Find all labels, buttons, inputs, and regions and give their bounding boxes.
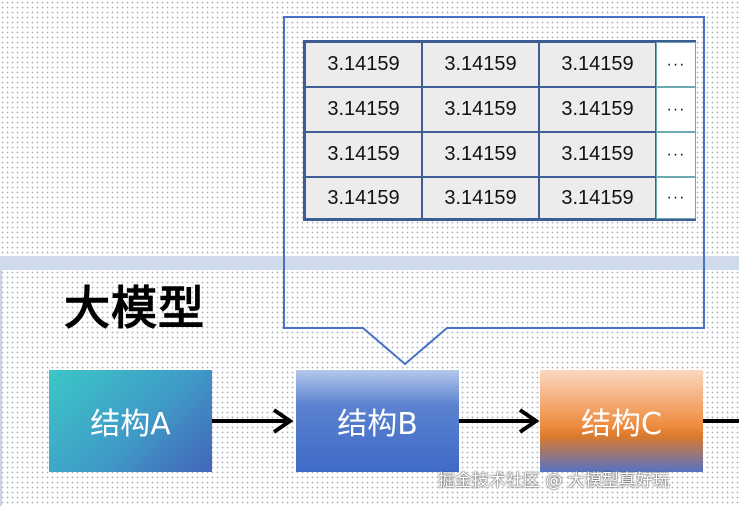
- watermark: 掘金技术社区 @ 大模型真好玩: [438, 471, 670, 491]
- matrix-cell: 3.14159: [539, 42, 656, 87]
- matrix-cell: 3.14159: [305, 177, 422, 219]
- structure-c-box: 结构C: [540, 370, 703, 472]
- matrix-cell: 3.14159: [422, 132, 539, 177]
- horizontal-divider-band: [0, 256, 739, 270]
- diagram-title: 大模型: [64, 281, 205, 335]
- matrix-ellipsis: ···: [656, 87, 696, 132]
- parameter-matrix: 3.14159 3.14159 3.14159 ··· 3.14159 3.14…: [303, 40, 696, 221]
- structure-a-box: 结构A: [49, 370, 212, 472]
- structure-a-label: 结构A: [90, 407, 171, 442]
- matrix-cell: 3.14159: [539, 87, 656, 132]
- matrix-cell: 3.14159: [305, 42, 422, 87]
- matrix-cell: 3.14159: [422, 42, 539, 87]
- matrix-cell: 3.14159: [422, 87, 539, 132]
- matrix-cell: 3.14159: [539, 132, 656, 177]
- structure-b-box: 结构B: [296, 370, 459, 472]
- matrix-ellipsis: ···: [656, 132, 696, 177]
- matrix-ellipsis: ···: [656, 42, 696, 87]
- matrix-cell: 3.14159: [422, 177, 539, 219]
- matrix-cell: 3.14159: [305, 87, 422, 132]
- arrow-a-to-b: [212, 408, 294, 434]
- matrix-cell: 3.14159: [539, 177, 656, 219]
- arrow-b-to-c: [459, 408, 540, 434]
- structure-b-label: 结构B: [337, 407, 418, 442]
- structure-c-label: 结构C: [581, 407, 662, 442]
- matrix-ellipsis: ···: [656, 177, 696, 219]
- matrix-cell: 3.14159: [305, 132, 422, 177]
- left-border-line: [0, 270, 2, 506]
